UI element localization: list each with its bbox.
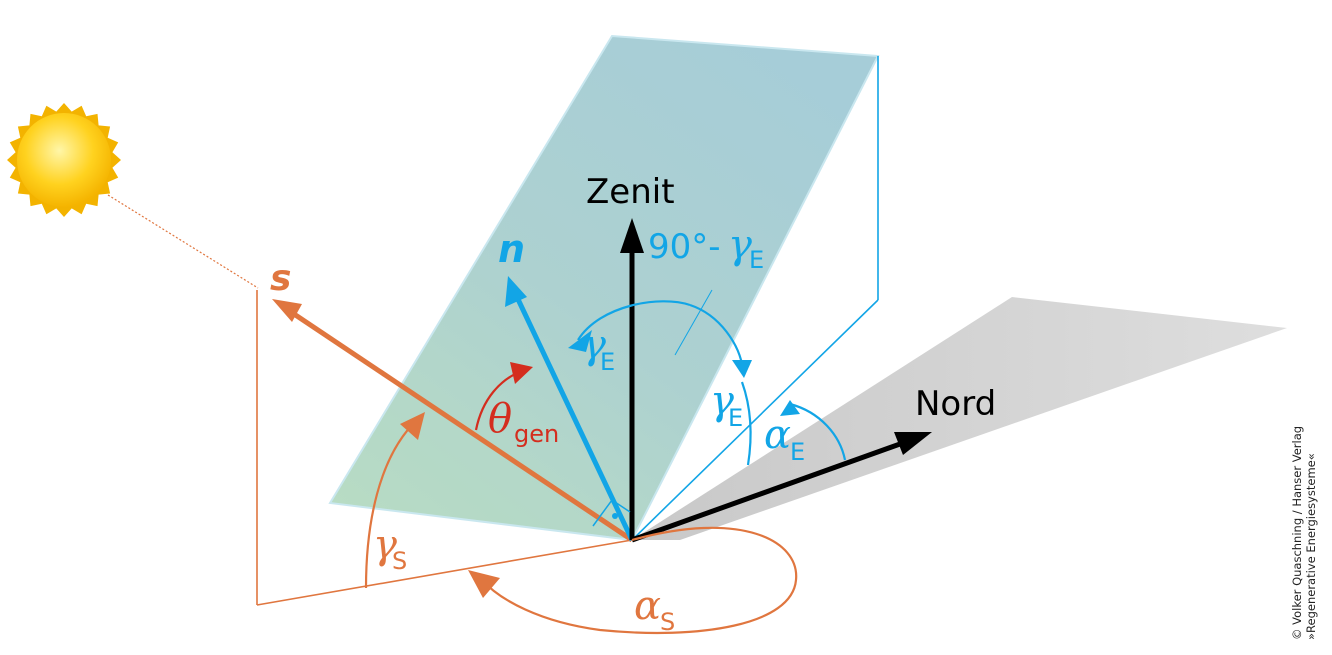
- svg-text:E: E: [749, 246, 764, 274]
- s-vector-label: s: [270, 258, 291, 299]
- svg-text:E: E: [790, 438, 805, 466]
- right-angle-marker: [592, 498, 631, 527]
- svg-text:θ: θ: [488, 396, 512, 442]
- zenith-vector: [620, 218, 644, 540]
- gamma-e-lower-arc: [740, 381, 752, 466]
- credit-line-1: © Volker Quaschning / Hanser Verlag: [1290, 425, 1304, 640]
- svg-text:90°-: 90°-: [648, 227, 721, 267]
- copyright-credit: © Volker Quaschning / Hanser Verlag »Reg…: [1290, 426, 1318, 640]
- arc-arrowheads: [400, 330, 800, 598]
- credit-line-2: »Regenerative Energiesysteme«: [1304, 453, 1318, 640]
- sun-vector-s: [272, 299, 634, 543]
- ninety-minus-gamma-label: 90°- γ E: [648, 222, 764, 274]
- ninety-minus-gamma-arc: [577, 300, 691, 341]
- alpha-s-label: α S: [634, 583, 675, 636]
- svg-text:γ: γ: [710, 378, 734, 424]
- svg-text:γ: γ: [373, 522, 397, 568]
- normal-vector-n: [505, 276, 635, 542]
- sun-ray-dotted: [107, 194, 259, 289]
- svg-text:E: E: [728, 404, 743, 432]
- svg-text:γ: γ: [582, 322, 606, 368]
- alpha-s-arc: [481, 526, 798, 635]
- svg-text:E: E: [600, 348, 615, 376]
- north-vector: [631, 432, 932, 543]
- svg-text:α: α: [764, 412, 791, 458]
- svg-text:S: S: [660, 608, 675, 636]
- gamma-s-arc: [364, 424, 413, 589]
- sun-projection-lines: [256, 290, 633, 606]
- gamma-e-label-lower: γ E: [710, 378, 743, 432]
- theta-gen-label: θ gen: [488, 396, 559, 448]
- alpha-e-label: α E: [764, 412, 805, 466]
- sun-icon: [7, 103, 121, 217]
- gamma-s-label: γ S: [373, 522, 407, 575]
- svg-text:gen: gen: [514, 420, 559, 448]
- angle-tick: [674, 289, 713, 356]
- n-vector-label: n: [498, 227, 525, 271]
- svg-text:S: S: [392, 547, 407, 575]
- zenith-label: Zenit: [586, 172, 675, 212]
- gamma-e-label-upper: γ E: [582, 322, 615, 376]
- north-label: Nord: [915, 384, 996, 424]
- panel-frame: [631, 56, 879, 541]
- svg-text:γ: γ: [728, 222, 752, 268]
- alpha-e-arc: [789, 402, 847, 461]
- svg-text:α: α: [634, 583, 661, 629]
